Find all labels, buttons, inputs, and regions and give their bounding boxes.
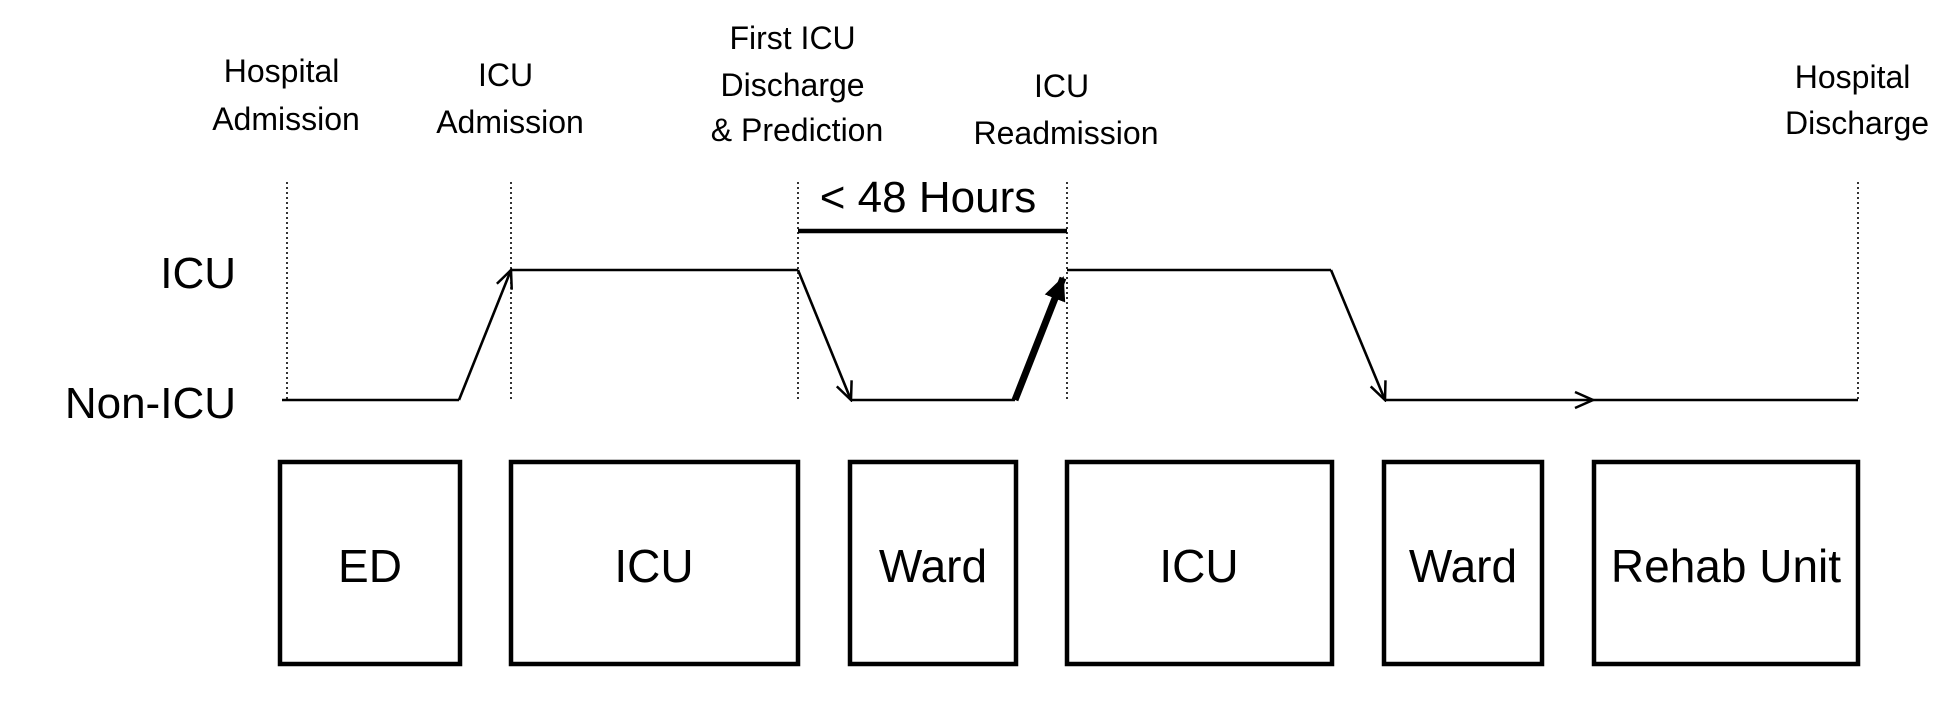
unit-box-ward-1	[847, 459, 1019, 667]
unit-label-icu-1: ICU	[614, 540, 693, 592]
unit-box-icu-2	[1064, 459, 1335, 667]
unit-label-ward-2: Ward	[1409, 540, 1517, 592]
trajectory-transfer-to-ward-2	[1329, 269, 1385, 400]
level-label-non-icu: Non-ICU	[65, 379, 236, 428]
care-unit-boxes	[277, 459, 1861, 667]
event-label-icu-admission: ICU Admission	[436, 57, 584, 140]
event-label-first-icu-discharge: First ICU Discharge & Prediction	[711, 20, 884, 148]
unit-label-ward-1: Ward	[879, 540, 987, 592]
unit-box-ed	[277, 459, 463, 667]
trajectory-transfer-to-ward	[796, 269, 851, 400]
event-markers	[286, 182, 1859, 402]
event-label-icu-readmission: ICU Readmission	[974, 68, 1159, 151]
trajectory-transfer-to-icu	[457, 270, 511, 401]
trajectory-readmission-transfer	[1011, 276, 1067, 402]
unit-label-icu-2: ICU	[1159, 540, 1238, 592]
unit-label-rehab: Rehab Unit	[1611, 540, 1841, 592]
unit-box-rehab	[1591, 459, 1861, 667]
unit-label-ed: ED	[338, 540, 402, 592]
unit-box-icu-1	[508, 459, 801, 667]
unit-box-ward-2	[1381, 459, 1545, 667]
level-label-icu: ICU	[160, 249, 236, 298]
readmission-window-label: < 48 Hours	[820, 173, 1036, 222]
patient-trajectory	[282, 270, 1858, 400]
event-label-hospital-admission: Hospital Admission	[212, 53, 360, 137]
event-label-hospital-discharge: Hospital Discharge	[1785, 59, 1929, 141]
